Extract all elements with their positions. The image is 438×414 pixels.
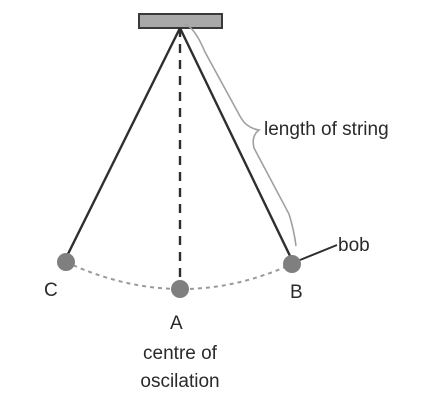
length-brace	[183, 23, 297, 247]
bob-b	[283, 255, 301, 273]
centre-line-2: oscilation	[140, 371, 220, 392]
swing-arc	[65, 261, 293, 290]
length-of-string-label: length of string	[264, 119, 389, 140]
bob-label: bob	[338, 235, 370, 256]
centre-of-oscillation-label: centre of oscilation	[100, 340, 260, 396]
point-c-label: C	[44, 280, 58, 301]
string-to-b	[178, 27, 293, 259]
point-a-label: A	[170, 313, 183, 334]
bob-pointer-line	[299, 244, 338, 261]
centre-line-1: centre of	[143, 343, 217, 364]
support-bar	[138, 13, 223, 29]
bob-a	[171, 280, 189, 298]
string-to-c	[64, 27, 182, 259]
bob-c	[57, 253, 75, 271]
point-b-label: B	[290, 282, 303, 303]
